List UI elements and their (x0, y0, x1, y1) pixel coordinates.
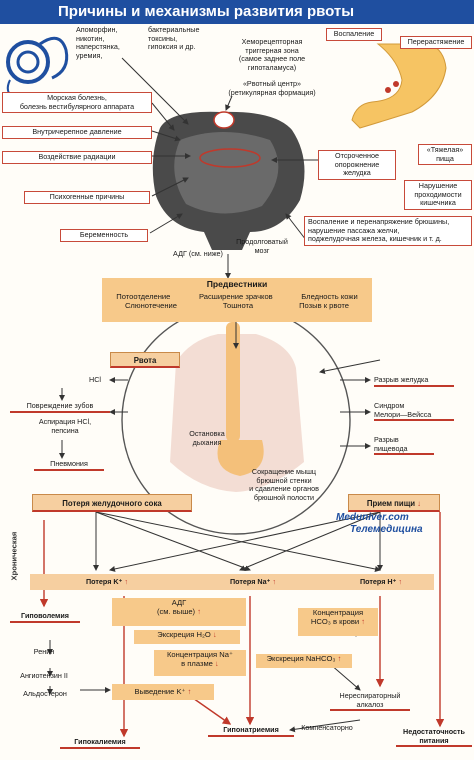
overdistension-label: Перерастяжение (400, 36, 472, 49)
increase-arrow-icon: ↑ (124, 577, 128, 586)
angiotensin-text: Ангиотензин II (20, 671, 68, 680)
delayed-emptying-cause: Отсроченное опорожнение желудка (318, 150, 396, 180)
k-loss-label: Потеря K⁺ (86, 577, 123, 586)
increase-arrow-icon: ↑ (337, 654, 342, 663)
peritoneum-cause: Воспаление и перенапряжение брюшины, нар… (304, 216, 472, 246)
drugs-causes-text: Апоморфин, никотин, наперстянка, уремия, (76, 25, 120, 60)
breathing-stop-text: Остановка дыхания (189, 429, 225, 447)
na-plasma-box: Концентрация Na⁺ в плазме ↓ (154, 650, 246, 676)
torso-illustration (170, 322, 304, 492)
food-intake-node: Прием пищи ↓ (348, 494, 440, 512)
heavy-food-cause: «Тяжелая» пища (418, 144, 472, 166)
nahco3-box: Экскреция NaHCO₃ ↑ (256, 654, 352, 668)
k-loss-node: Потеря K⁺ ↑ (62, 577, 152, 587)
pregnancy-cause: Беременность (60, 229, 148, 242)
increase-arrow-icon: ↑ (361, 617, 366, 626)
decrease-arrow-icon: ↓ (215, 659, 219, 668)
decrease-arrow-icon: ↓ (212, 630, 217, 639)
teeth-damage-effect: Повреждение зубов (10, 401, 110, 413)
increase-arrow-icon: ↑ (398, 577, 402, 586)
hco3-box: Концентрация HCO₃ в крови ↑ (298, 608, 378, 636)
precursor-salivation: Слюнотечение (124, 301, 178, 310)
adh-above-box: АДГ (см. выше) ↑ (112, 598, 246, 626)
na-plasma-label: Концентрация Na⁺ в плазме (167, 650, 233, 668)
h-loss-label: Потеря H⁺ (360, 577, 397, 586)
losses-band (30, 574, 434, 590)
precursors-title: Предвестники (206, 279, 268, 289)
esophagus-rupture-effect: Разрыв пищевода (374, 435, 434, 456)
hyponatremia-node: Гипонатриемия (208, 725, 294, 737)
increase-arrow-icon: ↑ (272, 577, 276, 586)
toxins-causes-text: бактериальные токсины, гипоксия и др. (148, 25, 200, 52)
gastric-juice-loss-node: Потеря желудочного сока (32, 494, 192, 512)
hypovolemia-node: Гиповолемия (10, 611, 80, 623)
increase-arrow-icon: ↑ (197, 607, 202, 616)
aspiration-effect: Аспирация HCl, пепсина (38, 417, 92, 435)
intestinal-obstruction-cause: Нарушение проходимости кишечника (404, 180, 472, 210)
hcl-effect: HCl (89, 375, 101, 384)
page-title: Причины и механизмы развития рвоты (0, 0, 474, 24)
watermark-line1: Meduniver.com (336, 512, 409, 523)
inner-ear-illustration (6, 36, 69, 99)
renin-text: Ренин (33, 647, 55, 656)
radiation-cause: Воздействие радиации (2, 151, 152, 164)
abdominal-contraction-text: Сокращение мышц брюшной стенки и сдавлен… (249, 467, 319, 502)
inflammation-label: Воспаление (326, 28, 382, 41)
adh-note: АДГ (см. ниже) (173, 249, 223, 258)
na-loss-label: Потеря Na⁺ (230, 577, 271, 586)
intracranial-pressure-cause: Внутричерепное давление (2, 126, 152, 139)
hypokalemia-node: Гипокалиемия (60, 737, 140, 749)
decrease-arrow-icon: ↓ (417, 499, 422, 508)
vomiting-center-text: «Рвотный центр» (ретикулярная формация) (228, 79, 316, 97)
vomit-node: Рвота (110, 352, 180, 368)
aldosterone-text: Альдостерон (23, 689, 67, 698)
medulla-label: Продолговатый мозг (236, 237, 288, 255)
psychogenic-cause: Психогенные причины (24, 191, 150, 204)
h2o-excretion-box: Экскреция H₂O ↓ (134, 630, 240, 644)
chemoreceptor-zone-text: Хеморецепторная триггерная зона (самое з… (238, 37, 306, 72)
motion-sickness-cause: Морская болезнь, болезнь вестибулярного … (2, 92, 152, 114)
k-excretion-box: Выведение K⁺ ↑ (112, 684, 214, 700)
watermark: Meduniver.com Телемедицина (336, 512, 472, 536)
precursor-pupils: Расширение зрачков (198, 292, 273, 301)
h2o-excretion-label: Экскреция H₂O (157, 630, 211, 639)
chronic-label: Хроническая (9, 531, 19, 581)
food-intake-label: Прием пищи (366, 499, 416, 508)
precursor-urge: Позыв к рвоте (299, 301, 350, 310)
compensatory-text: Компенсаторно (301, 723, 353, 732)
precursors-box: Предвестники Потоотделение Расширение зр… (102, 278, 372, 322)
stomach-illustration (351, 43, 447, 129)
k-excretion-label: Выведение K⁺ (134, 687, 186, 696)
precursor-nausea: Тошнота (222, 301, 254, 310)
malnutrition-node: Недостаточность питания (396, 727, 472, 748)
hco3-label: Концентрация HCO₃ в крови (310, 608, 364, 626)
alkalosis-node: Нереспираторный алкалоз (330, 691, 410, 712)
watermark-line2: Телемедицина (350, 524, 423, 535)
precursor-pallor: Бледность кожи (301, 292, 358, 301)
pneumonia-effect: Пневмония (34, 459, 104, 471)
stomach-rupture-effect: Разрыв желудка (374, 375, 454, 387)
nahco3-label: Экскреция NaHCO₃ (266, 654, 336, 663)
precursor-sweating: Потоотделение (116, 292, 171, 301)
mallory-weiss-effect: Синдром Мелори—Вейсса (374, 401, 454, 422)
increase-arrow-icon: ↑ (187, 687, 192, 696)
na-loss-node: Потеря Na⁺ ↑ (208, 577, 298, 587)
medulla-section-illustration (152, 111, 305, 250)
adh-above-label: АДГ (см. выше) (156, 598, 196, 616)
h-loss-node: Потеря H⁺ ↑ (336, 577, 426, 587)
